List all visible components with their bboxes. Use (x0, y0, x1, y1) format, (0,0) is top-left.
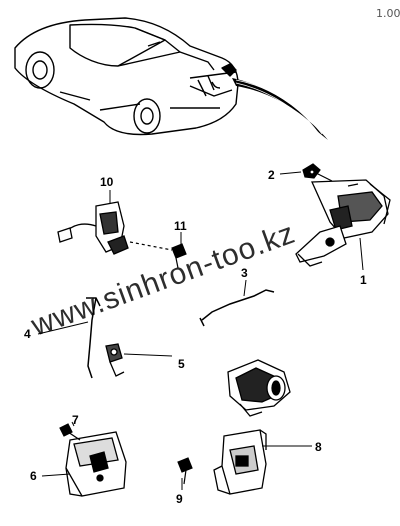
part-7-screw (59, 423, 81, 441)
part-1-lock-actuator (295, 179, 391, 267)
callout-7: 7 (72, 413, 79, 427)
lock-cylinder (227, 359, 291, 417)
corner-mark: 1.00 (376, 7, 400, 20)
callout-3: 3 (241, 266, 248, 280)
car-sketch (14, 17, 239, 136)
part-9-screw (177, 457, 193, 485)
callout-8: 8 (315, 440, 322, 454)
leader-band (232, 78, 328, 140)
part-6-bracket (65, 431, 127, 497)
callout-4: 4 (24, 327, 31, 341)
part-2-bolt (302, 163, 333, 182)
part-10-lock-switch (57, 201, 129, 255)
callout-9: 9 (176, 492, 183, 506)
callout-2: 2 (268, 168, 275, 182)
part-3-rod (199, 289, 275, 327)
callout-10: 10 (100, 175, 114, 189)
callout-6: 6 (30, 469, 37, 483)
part-4-cable (86, 297, 101, 379)
part-8-latch-plate (213, 429, 267, 495)
callout-11: 11 (174, 219, 187, 233)
callout-1: 1 (360, 273, 367, 287)
callout-5: 5 (178, 357, 185, 371)
part-5-clip (105, 343, 125, 377)
part-11-screw (129, 241, 187, 269)
